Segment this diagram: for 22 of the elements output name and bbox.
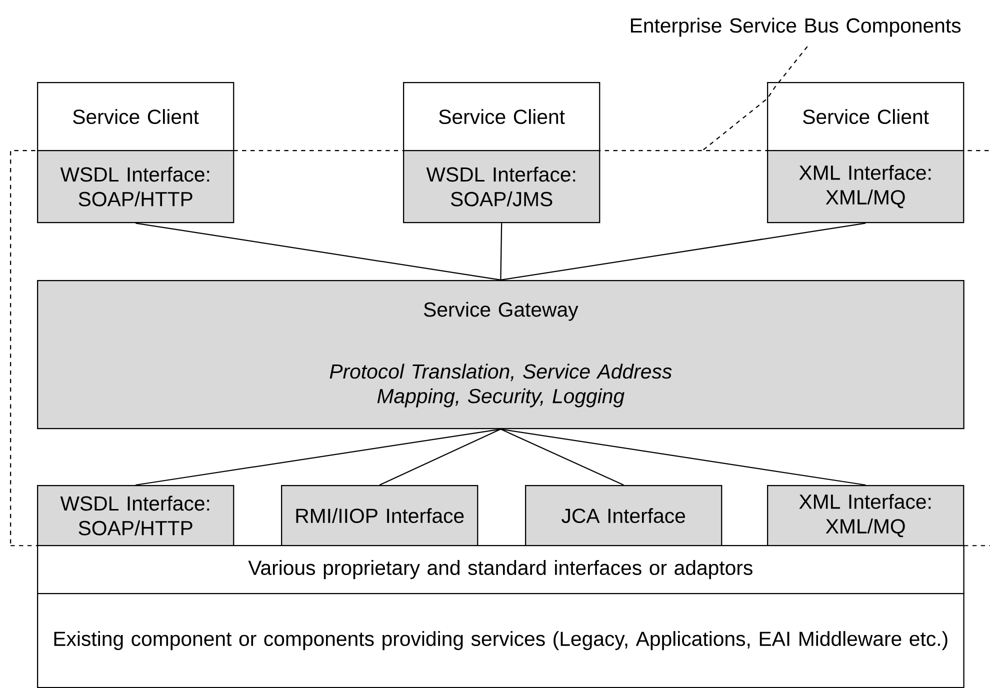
client-box: Service Client <box>37 82 234 152</box>
interface-box: WSDL Interface: SOAP/JMS <box>403 150 600 224</box>
connector-line <box>500 222 866 281</box>
interface-box: XML Interface: XML/MQ <box>767 150 964 224</box>
leader-line <box>702 46 808 150</box>
client-box: Service Client <box>403 82 600 152</box>
connector-line <box>500 223 502 280</box>
client-box: Service Client <box>767 82 964 152</box>
gateway-box: Service Gateway Protocol Translation, Service Address Mapping, Security, Logging <box>37 280 964 430</box>
interface-box: WSDL Interface: SOAP/HTTP <box>37 150 234 224</box>
component-layer-box: Existing component or components providing services (Legacy, Applications, EAI Middleware etc.) <box>37 593 964 688</box>
connector-line <box>136 222 501 281</box>
connector-line <box>500 428 624 486</box>
caption-text: Enterprise Service Bus Components <box>631 18 961 37</box>
connector-line <box>136 428 501 486</box>
connector-line <box>379 428 501 486</box>
interface-box: XML Interface: XML/MQ <box>767 485 964 546</box>
interface-box: JCA Interface <box>525 485 722 546</box>
interface-box: RMI/IIOP Interface <box>281 485 478 546</box>
adaptor-layer-box: Various proprietary and standard interfaces or adaptors <box>37 545 964 594</box>
connector-line <box>500 428 866 486</box>
interface-box: WSDL Interface: SOAP/HTTP <box>37 485 234 546</box>
